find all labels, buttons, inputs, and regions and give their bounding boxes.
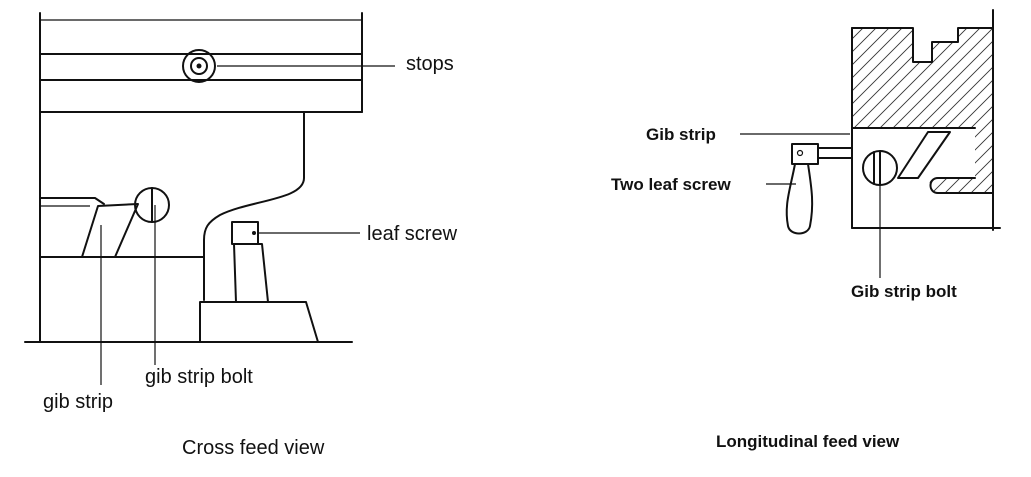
hatch-line <box>852 28 885 193</box>
stop-knob <box>182 49 216 83</box>
label-leaf-screw: leaf screw <box>367 223 458 245</box>
hatch-line <box>852 28 976 193</box>
leaf-screw-callout: leaf screw <box>258 223 458 245</box>
hatch-line <box>1016 20 1031 200</box>
hatch-line <box>852 28 872 193</box>
label-stops: stops <box>406 53 454 75</box>
hatch-line <box>852 28 993 193</box>
hatch-line <box>852 28 911 193</box>
cross-feed-view: stops leaf screw gib strip bolt gib stri <box>24 12 458 459</box>
gib-strip <box>81 203 139 258</box>
caption-longitudinal-feed: Longitudinal feed view <box>716 432 900 451</box>
stops-callout: stops <box>217 53 454 75</box>
hatch-line <box>652 20 832 200</box>
two-leaf-screw <box>785 143 853 235</box>
table-section <box>652 9 1031 231</box>
hatch-line <box>852 28 989 193</box>
hatch-line <box>937 28 993 193</box>
label-gib-strip-bolt-right: Gib strip bolt <box>851 282 957 301</box>
hatch-line <box>911 28 993 193</box>
hatch-line <box>852 28 993 193</box>
hatch-line <box>852 28 898 193</box>
gib-strip-bolt-right <box>862 150 898 186</box>
hatch-line <box>852 28 937 193</box>
hatch-line <box>1003 20 1031 200</box>
caption-cross-feed: Cross feed view <box>182 437 325 459</box>
hatch-line <box>852 28 859 193</box>
hatch-line <box>885 28 993 193</box>
longitudinal-feed-view: Gib strip Two leaf screw Gib strip bolt … <box>611 9 1031 451</box>
hatch-line <box>859 28 993 193</box>
hatch-line <box>852 28 924 193</box>
hatch-line <box>898 28 993 193</box>
gib-strip-wedge <box>897 131 951 179</box>
hatch-line <box>665 20 845 200</box>
hatch-line <box>976 28 993 193</box>
hatch-line <box>989 28 993 193</box>
label-two-leaf-screw: Two leaf screw <box>611 175 731 194</box>
label-gib-strip-bolt: gib strip bolt <box>145 366 253 388</box>
label-gib-strip-right: Gib strip <box>646 125 716 144</box>
leaf-screw-housing <box>199 221 319 343</box>
gib-strip-bolt <box>134 187 170 223</box>
hatch-line <box>950 28 993 193</box>
label-gib-strip: gib strip <box>43 391 113 413</box>
table-body <box>39 12 363 343</box>
